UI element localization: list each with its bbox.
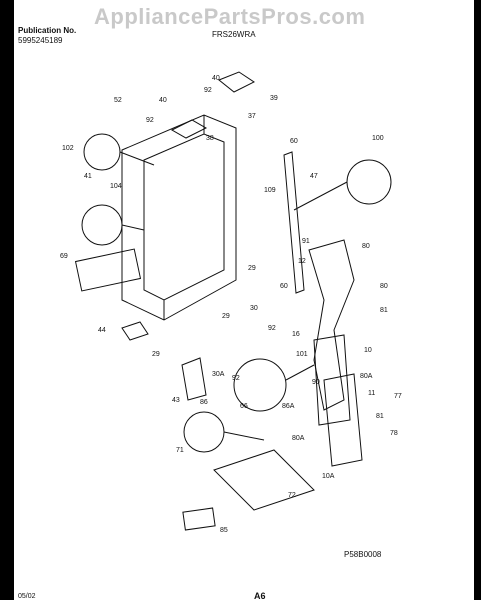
part-label-66: 66 bbox=[240, 403, 248, 410]
part-label-80A: 80A bbox=[292, 435, 305, 442]
footer-page: A6 bbox=[254, 591, 266, 600]
footer-date: 05/02 bbox=[18, 593, 36, 600]
part-label-91: 91 bbox=[302, 238, 310, 245]
parts-diagram-sheet: AppliancePartsPros.com Publication No. 5… bbox=[14, 0, 474, 600]
detail-circle-41 bbox=[81, 204, 123, 246]
part-label-37: 37 bbox=[248, 113, 256, 120]
part-label-43: 43 bbox=[172, 397, 180, 404]
duct-10 bbox=[313, 334, 351, 426]
part-label-69: 69 bbox=[60, 253, 68, 260]
part-label-30A: 30A bbox=[212, 371, 225, 378]
detail-circle-71 bbox=[183, 411, 225, 453]
model-number: FRS26WRA bbox=[212, 30, 256, 39]
part-label-81: 81 bbox=[380, 307, 388, 314]
part-label-40: 40 bbox=[212, 75, 220, 82]
part-label-72: 72 bbox=[288, 492, 296, 499]
part-label-80: 80 bbox=[380, 283, 388, 290]
part-label-86: 86 bbox=[200, 399, 208, 406]
part-label-90: 90 bbox=[312, 379, 320, 386]
part-label-40: 40 bbox=[159, 97, 167, 104]
damper-43 bbox=[181, 357, 207, 401]
grille-72 bbox=[213, 449, 315, 511]
part-label-92: 92 bbox=[232, 375, 240, 382]
part-label-78: 78 bbox=[390, 430, 398, 437]
part-label-80A: 80A bbox=[360, 373, 373, 380]
watermark: AppliancePartsPros.com bbox=[94, 4, 366, 29]
part-label-38: 38 bbox=[206, 135, 214, 142]
detail-circle-100 bbox=[346, 159, 392, 205]
part-label-104: 104 bbox=[110, 183, 122, 190]
detail-circle-66 bbox=[233, 358, 287, 412]
figure-reference: P58B0008 bbox=[344, 550, 382, 559]
part-label-29: 29 bbox=[248, 265, 256, 272]
part-label-30: 30 bbox=[250, 305, 258, 312]
part-44 bbox=[121, 321, 149, 341]
panel-10A bbox=[323, 373, 363, 467]
grille-69 bbox=[74, 248, 142, 292]
part-label-80: 80 bbox=[362, 243, 370, 250]
part-label-52: 52 bbox=[114, 97, 122, 104]
cabinet-liner bbox=[121, 114, 237, 321]
part-label-92: 92 bbox=[204, 87, 212, 94]
part-label-109: 109 bbox=[264, 187, 276, 194]
part-label-11: 11 bbox=[368, 390, 375, 397]
bracket-60 bbox=[308, 239, 355, 411]
part-label-39: 39 bbox=[270, 95, 278, 102]
part-label-10: 10 bbox=[364, 347, 372, 354]
part-label-101: 101 bbox=[296, 351, 308, 358]
part-label-86A: 86A bbox=[282, 403, 295, 410]
part-label-47: 47 bbox=[310, 173, 318, 180]
part-label-77: 77 bbox=[394, 393, 402, 400]
part-label-92: 92 bbox=[268, 325, 276, 332]
detail-circle-102 bbox=[83, 133, 121, 171]
part-label-71: 71 bbox=[176, 447, 184, 454]
part-label-44: 44 bbox=[98, 327, 106, 334]
publication-label: Publication No. bbox=[18, 26, 77, 35]
part-label-85: 85 bbox=[220, 527, 228, 534]
block-85 bbox=[182, 507, 216, 531]
part-label-92: 92 bbox=[146, 117, 154, 124]
part-label-12: 12 bbox=[298, 258, 306, 265]
cabinet-inner bbox=[143, 133, 225, 301]
part-label-60: 60 bbox=[280, 283, 288, 290]
hinge-40 bbox=[170, 119, 208, 139]
part-label-29: 29 bbox=[152, 351, 160, 358]
part-label-81: 81 bbox=[376, 413, 384, 420]
part-label-29: 29 bbox=[222, 313, 230, 320]
part-label-16: 16 bbox=[292, 331, 300, 338]
publication-number: 5995245189 bbox=[18, 36, 63, 45]
part-label-100: 100 bbox=[372, 135, 384, 142]
part-label-60: 60 bbox=[290, 138, 298, 145]
part-label-102: 102 bbox=[62, 145, 74, 152]
part-label-10A: 10A bbox=[322, 473, 335, 480]
top-cover-40 bbox=[218, 71, 255, 93]
channel-47 bbox=[283, 151, 305, 294]
part-label-41: 41 bbox=[84, 173, 92, 180]
